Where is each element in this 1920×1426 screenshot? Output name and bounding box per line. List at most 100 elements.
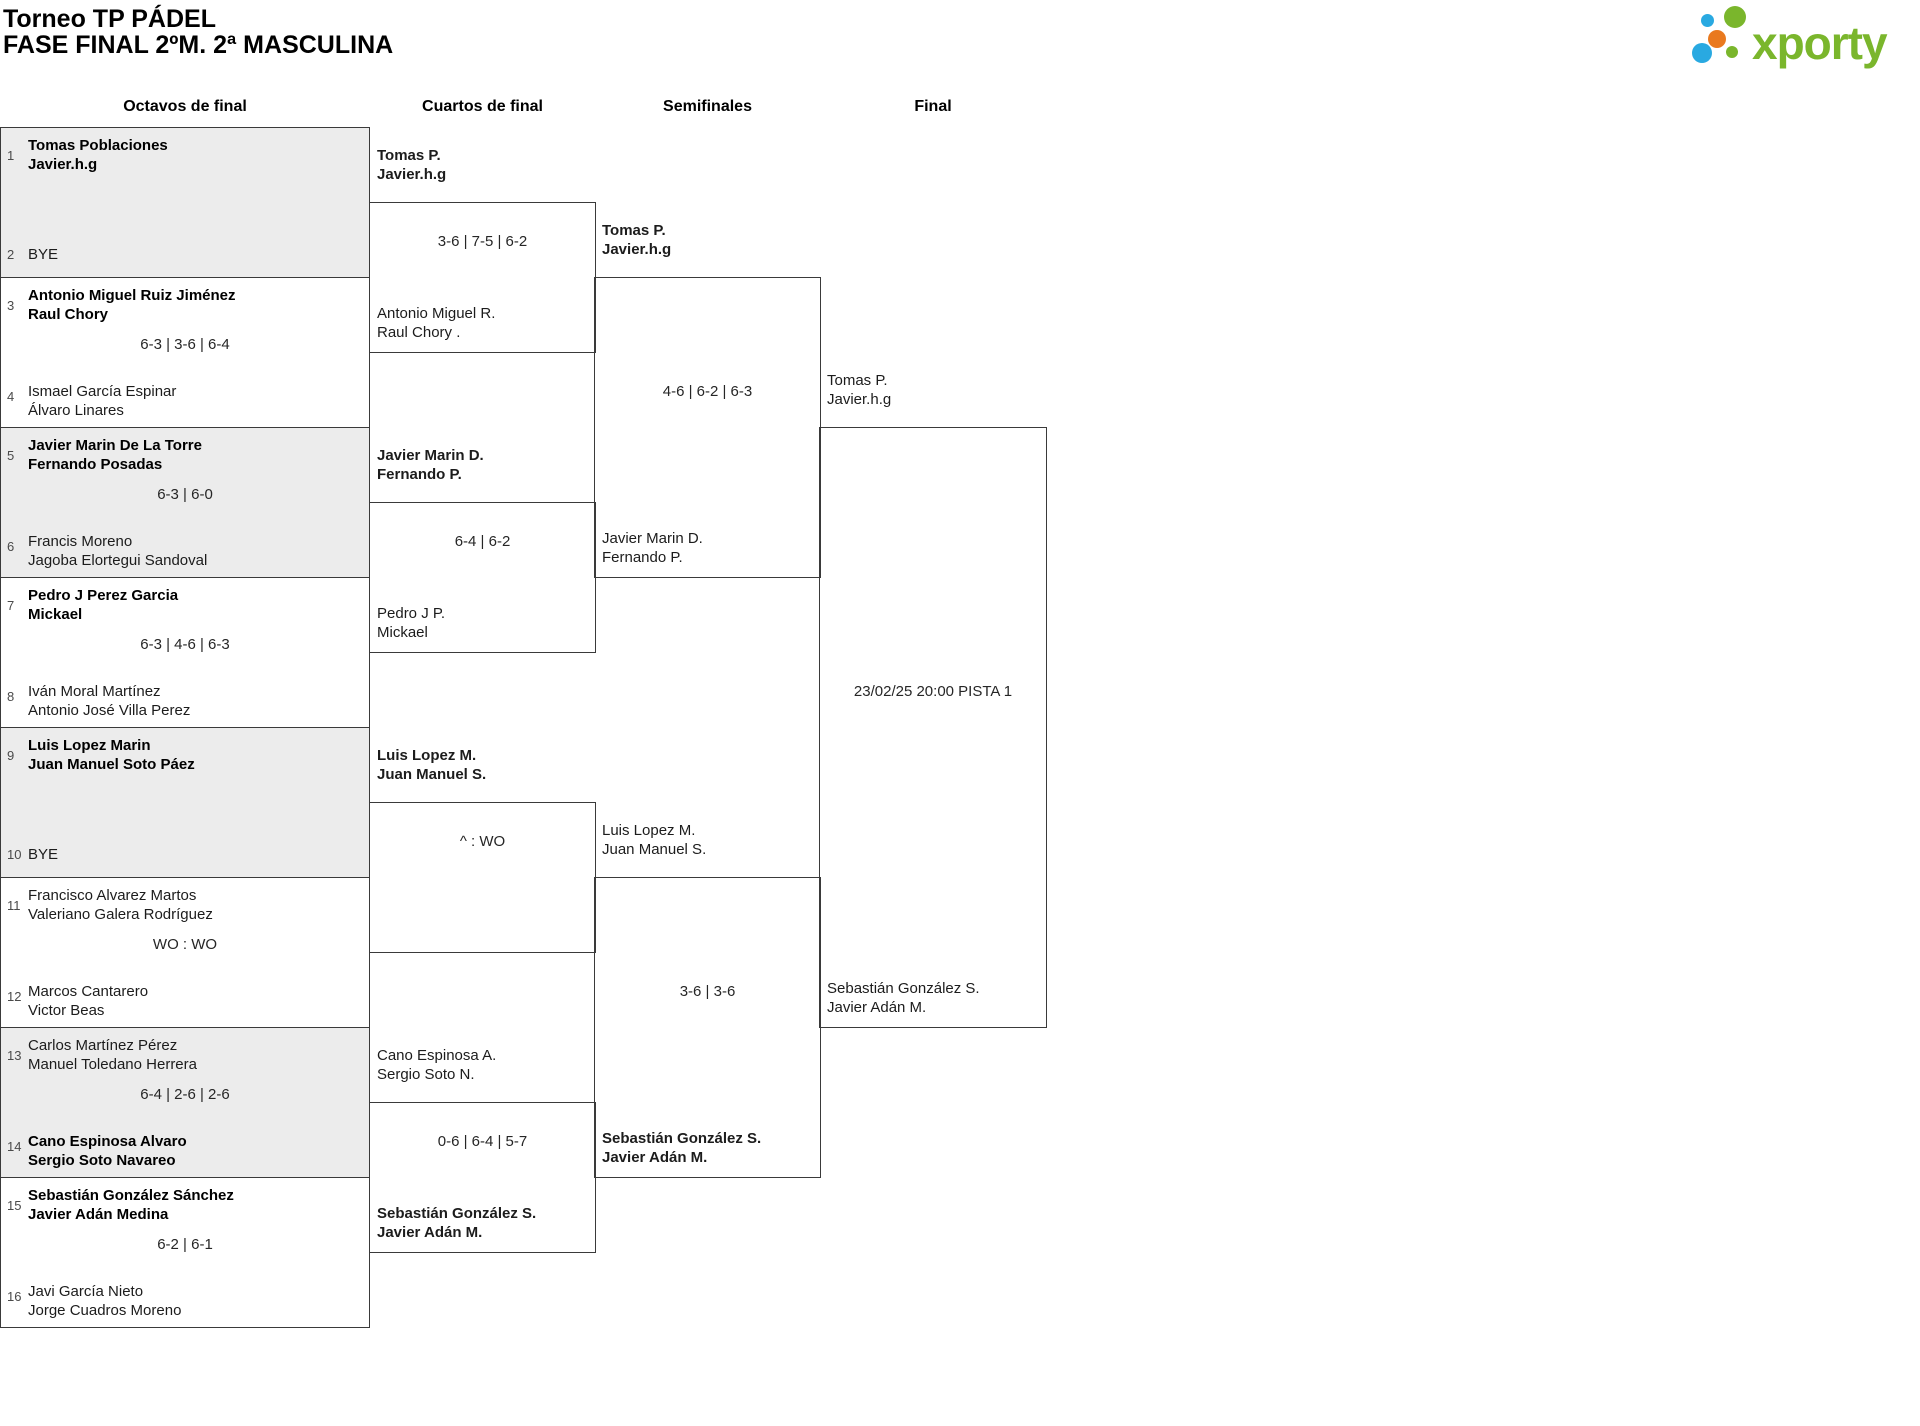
winner-label-bottom: Sebastián González S. Javier Adán M. — [377, 1204, 591, 1242]
team-bottom: BYE — [28, 845, 363, 864]
winner-label-top: Luis Lopez M. Juan Manuel S. — [377, 746, 591, 784]
seed-number: 7 — [7, 598, 15, 613]
seed-number: 2 — [7, 247, 15, 262]
team-bottom: Francis Moreno Jagoba Elortegui Sandoval — [28, 532, 363, 570]
xporty-wordmark: xporty — [1752, 17, 1888, 69]
seed-number: 11 — [7, 898, 21, 913]
player-name: Javier.h.g — [827, 391, 892, 408]
match-score: 6-2 | 6-1 — [157, 1236, 213, 1253]
match-score: 6-3 | 6-0 — [157, 486, 213, 503]
player-name: Raul Chory . — [377, 324, 461, 341]
player-name: Luis Lopez M. — [377, 747, 477, 764]
logo-dot-icon — [1708, 30, 1726, 48]
match-box: 13 Carlos Martínez Pérez Manuel Toledano… — [0, 1027, 370, 1178]
player-name: Fernando P. — [602, 549, 683, 566]
seed-number: 8 — [7, 689, 15, 704]
round-header-cuartos: Cuartos de final — [422, 98, 543, 115]
player-name: Sebastián González S. — [602, 1130, 762, 1147]
winner-label-top: Luis Lopez M. Juan Manuel S. — [602, 821, 816, 859]
player-name: Javier Adán Medina — [28, 1206, 169, 1223]
player-name: Antonio Miguel Ruiz Jiménez — [28, 287, 236, 304]
team-bottom: BYE — [28, 245, 363, 264]
tournament-title: Torneo TP PÁDEL — [3, 5, 216, 33]
player-name: Valeriano Galera Rodríguez — [28, 906, 213, 923]
player-name: Ismael García Espinar — [28, 383, 177, 400]
player-name: Mickael — [377, 624, 428, 641]
seed-number: 12 — [7, 989, 22, 1004]
team-top: Antonio Miguel Ruiz Jiménez Raul Chory — [28, 286, 363, 324]
team-bottom: Marcos Cantarero Victor Beas — [28, 982, 363, 1020]
match-box: 9 Luis Lopez Marin Juan Manuel Soto Páez… — [0, 727, 370, 878]
player-name: Pedro J P. — [377, 605, 446, 622]
match-score: 6-3 | 3-6 | 6-4 — [140, 336, 230, 353]
player-name: Pedro J Perez Garcia — [28, 587, 179, 604]
player-name: Javier.h.g — [602, 241, 672, 258]
player-name: Juan Manuel S. — [377, 766, 487, 783]
player-name: Tomas P. — [377, 147, 441, 164]
player-name: BYE — [28, 246, 59, 263]
player-name: Antonio José Villa Perez — [28, 702, 191, 719]
match-score: 6-4 | 6-2 — [454, 533, 511, 550]
team-top: Luis Lopez Marin Juan Manuel Soto Páez — [28, 736, 363, 774]
player-name: Álvaro Linares — [28, 402, 124, 419]
winner-label-top: Javier Marin D. Fernando P. — [377, 446, 591, 484]
winner-label-bottom: Sebastián González S. Javier Adán M. — [602, 1129, 816, 1167]
seed-number: 10 — [7, 847, 22, 862]
round-header-octavos: Octavos de final — [123, 98, 247, 115]
seed-number: 6 — [7, 539, 15, 554]
final-schedule: 23/02/25 20:00 PISTA 1 — [853, 683, 1013, 700]
player-name: Javier Adán M. — [377, 1224, 483, 1241]
player-name: Jorge Cuadros Moreno — [28, 1302, 182, 1319]
match-box: 1 Tomas Poblaciones Javier.h.g 2 BYE — [0, 127, 370, 278]
player-name: Antonio Miguel R. — [377, 305, 496, 322]
team-bottom: Cano Espinosa Alvaro Sergio Soto Navareo — [28, 1132, 363, 1170]
seed-number: 3 — [7, 298, 15, 313]
player-name: Carlos Martínez Pérez — [28, 1037, 178, 1054]
match-score: 3-6 | 3-6 — [679, 983, 736, 1000]
player-name: Jagoba Elortegui Sandoval — [28, 552, 208, 569]
winner-label-top: Tomas P. Javier.h.g — [827, 371, 1041, 409]
match-box — [819, 427, 1047, 1028]
team-top: Carlos Martínez Pérez Manuel Toledano He… — [28, 1036, 363, 1074]
player-name: Sergio Soto N. — [377, 1066, 475, 1083]
winner-label-bottom: Javier Marin D. Fernando P. — [602, 529, 816, 567]
match-box: 11 Francisco Alvarez Martos Valeriano Ga… — [0, 877, 370, 1028]
player-name: Fernando P. — [377, 466, 462, 483]
player-name: Sebastián González S. — [377, 1205, 537, 1222]
player-name: Luis Lopez Marin — [28, 737, 151, 754]
player-name: Javier Marin De La Torre — [28, 437, 202, 454]
match-score: 3-6 | 7-5 | 6-2 — [437, 233, 528, 250]
match-box — [369, 802, 596, 953]
winner-label-bottom: Pedro J P. Mickael — [377, 604, 591, 642]
player-name: Javier Adán M. — [827, 999, 927, 1016]
match-box: 3 Antonio Miguel Ruiz Jiménez Raul Chory… — [0, 277, 370, 428]
winner-label-bottom: Sebastián González S. Javier Adán M. — [827, 979, 1041, 1017]
match-score: 0-6 | 6-4 | 5-7 — [437, 1133, 528, 1150]
player-name: Javier Marin D. — [602, 530, 703, 547]
seed-number: 4 — [7, 389, 15, 404]
player-name: BYE — [28, 846, 59, 863]
seed-number: 9 — [7, 748, 15, 763]
team-bottom: Iván Moral Martínez Antonio José Villa P… — [28, 682, 363, 720]
seed-number: 15 — [7, 1198, 22, 1213]
winner-label-bottom: Antonio Miguel R. Raul Chory . — [377, 304, 591, 342]
player-name: Sergio Soto Navareo — [28, 1152, 176, 1169]
player-name: Manuel Toledano Herrera — [28, 1056, 197, 1073]
player-name: Sebastián González Sánchez — [28, 1187, 234, 1204]
winner-label-top: Tomas P. Javier.h.g — [377, 146, 591, 184]
player-name: Marcos Cantarero — [28, 983, 149, 1000]
winner-label-top: Tomas P. Javier.h.g — [602, 221, 816, 259]
team-bottom: Ismael García Espinar Álvaro Linares — [28, 382, 363, 420]
seed-number: 14 — [7, 1139, 22, 1154]
player-name: Javier Adán M. — [602, 1149, 708, 1166]
player-name: Tomas P. — [602, 222, 666, 239]
seed-number: 16 — [7, 1289, 22, 1304]
player-name: Tomas Poblaciones — [28, 137, 168, 154]
player-name: Javier.h.g — [377, 166, 447, 183]
player-name: Victor Beas — [28, 1002, 105, 1019]
bracket-subtitle: FASE FINAL 2ºM. 2ª MASCULINA — [3, 31, 394, 59]
match-score: 4-6 | 6-2 | 6-3 — [662, 383, 753, 400]
seed-number: 1 — [7, 148, 15, 163]
logo-dot-icon — [1692, 43, 1712, 63]
